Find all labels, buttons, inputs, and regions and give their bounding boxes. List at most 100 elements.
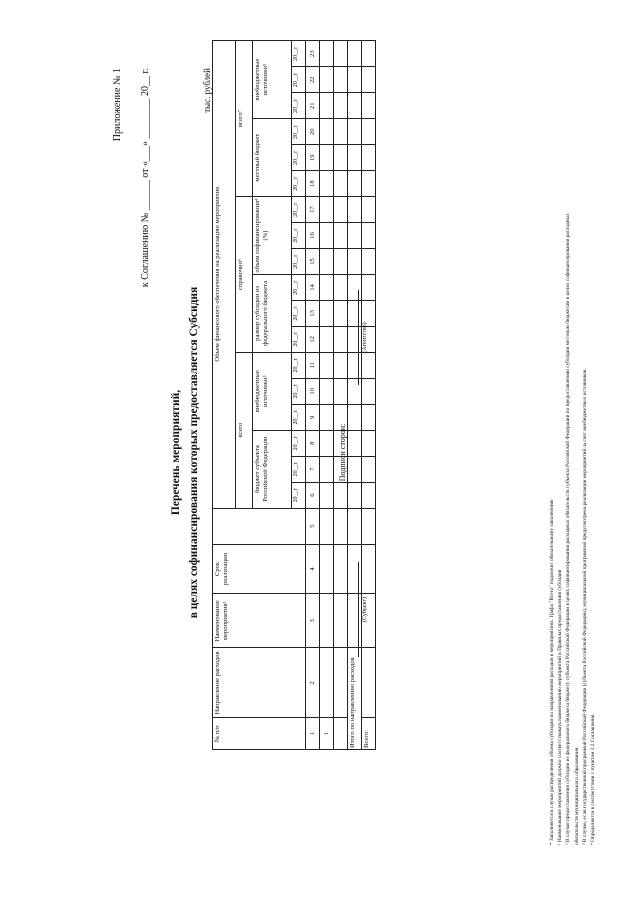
footnote: ⁴ Определяется в соответствии с пунктом … xyxy=(590,713,597,845)
column-number-cell: 7 xyxy=(305,456,320,483)
header-term: Срок реализации xyxy=(212,544,306,594)
empty-cell xyxy=(319,92,334,119)
header-event: Наименование мероприятия² xyxy=(212,593,306,648)
column-number-cell: 23 xyxy=(305,40,320,67)
signature-caption-subject: (Субъект) xyxy=(362,597,368,622)
column-number-cell: 3 xyxy=(305,593,320,648)
empty-cell xyxy=(361,40,376,67)
header-reference: справочно⁶ xyxy=(235,196,253,353)
year-header-cell: 20__г xyxy=(291,92,306,119)
column-number-cell: 6 xyxy=(305,482,320,509)
year-header-cell: 20__г xyxy=(291,274,306,301)
empty-cell xyxy=(361,196,376,223)
empty-cell xyxy=(361,430,376,457)
row-number: 1 xyxy=(319,717,334,750)
empty-cell xyxy=(347,378,362,405)
empty-cell xyxy=(319,66,334,93)
empty-cell xyxy=(347,144,362,171)
column-number-cell: 1 xyxy=(305,717,320,750)
empty-cell xyxy=(361,647,376,718)
empty-cell xyxy=(319,482,334,509)
signature-line-agency xyxy=(358,290,359,385)
header-budget-subject: бюджет субъекта Российской Федерации xyxy=(252,430,292,509)
column-number-cell: 8 xyxy=(305,430,320,457)
footnote: ² В случае предоставления субсидии из фе… xyxy=(565,213,572,845)
column-number-cell: 19 xyxy=(305,144,320,171)
column-number-cell: 18 xyxy=(305,170,320,197)
header-offbudget-a: внебюджетные источники³ xyxy=(252,352,292,431)
header-federal-subsidy: размер субсидии из федерального бюджета xyxy=(252,274,292,353)
header-volume: Объем финансового обеспечения на реализа… xyxy=(212,40,236,509)
column-number-cell: 2 xyxy=(305,647,320,718)
column-number-cell: 5 xyxy=(305,508,320,545)
empty-cell xyxy=(319,300,334,327)
year-header-cell: 20__г xyxy=(291,352,306,379)
empty-cell xyxy=(319,508,334,545)
year-header-cell: 20__г xyxy=(291,326,306,353)
column-number-cell: 22 xyxy=(305,66,320,93)
empty-cell xyxy=(361,118,376,145)
empty-cell xyxy=(347,430,362,457)
empty-cell xyxy=(319,544,334,594)
empty-cell xyxy=(361,144,376,171)
empty-cell xyxy=(347,508,362,545)
empty-cell xyxy=(319,222,334,249)
header-offbudget-b: внебюджетные источники⁵ xyxy=(252,40,292,119)
empty-cell xyxy=(319,352,334,379)
empty-cell xyxy=(347,66,362,93)
empty-cell xyxy=(347,352,362,379)
table-row: 1 xyxy=(319,40,334,750)
empty-cell xyxy=(347,118,362,145)
year-header-cell: 20__г xyxy=(291,482,306,509)
empty-cell xyxy=(319,378,334,405)
column-number-cell: 13 xyxy=(305,300,320,327)
empty-cell xyxy=(361,170,376,197)
empty-cell xyxy=(361,404,376,431)
empty-cell xyxy=(347,222,362,249)
year-header-cell: 20__г xyxy=(291,456,306,483)
empty-cell xyxy=(361,66,376,93)
empty-cell xyxy=(347,274,362,301)
empty-cell xyxy=(319,144,334,171)
year-header-cell: 20__г xyxy=(291,404,306,431)
empty-cell xyxy=(361,456,376,483)
units-label: тыс. рублей xyxy=(202,68,212,113)
empty-cell xyxy=(319,40,334,67)
empty-cell xyxy=(319,404,334,431)
empty-cell xyxy=(319,274,334,301)
empty-cell xyxy=(347,40,362,67)
year-header-cell: 20__г xyxy=(291,66,306,93)
empty-cell xyxy=(347,456,362,483)
footnote: обязательств муниципального образования. xyxy=(573,746,580,845)
empty-cell xyxy=(347,92,362,119)
empty-cell xyxy=(347,326,362,353)
year-header-cell: 20__г xyxy=(291,118,306,145)
column-number-cell: 9 xyxy=(305,404,320,431)
year-header-cell: 20__г xyxy=(291,144,306,171)
header-total: всего xyxy=(235,352,253,509)
empty-cell xyxy=(319,456,334,483)
column-number-cell: 10 xyxy=(305,378,320,405)
column-number-cell: 20 xyxy=(305,118,320,145)
empty-cell xyxy=(347,300,362,327)
footnotes: * Заполняется в случае распределения объ… xyxy=(548,65,597,845)
empty-cell xyxy=(347,196,362,223)
empty-cell xyxy=(319,196,334,223)
document-title: Перечень мероприятий, xyxy=(170,389,182,516)
empty-cell xyxy=(319,647,334,718)
total-by-direction-label: Итого по направлению расходов xyxy=(347,647,362,750)
header-blank xyxy=(212,508,306,545)
empty-cell xyxy=(347,248,362,275)
signature-caption-agency: (Агентство) xyxy=(362,322,368,353)
year-header-cell: 20__г xyxy=(291,40,306,67)
signatures-title: Подписи сторон: xyxy=(338,423,347,482)
empty-cell xyxy=(361,248,376,275)
signature-line-subject xyxy=(358,562,359,657)
empty-cell xyxy=(361,222,376,249)
column-number-cell: 16 xyxy=(305,222,320,249)
empty-cell xyxy=(361,508,376,545)
empty-cell xyxy=(319,248,334,275)
empty-cell xyxy=(319,326,334,353)
empty-cell xyxy=(347,482,362,509)
